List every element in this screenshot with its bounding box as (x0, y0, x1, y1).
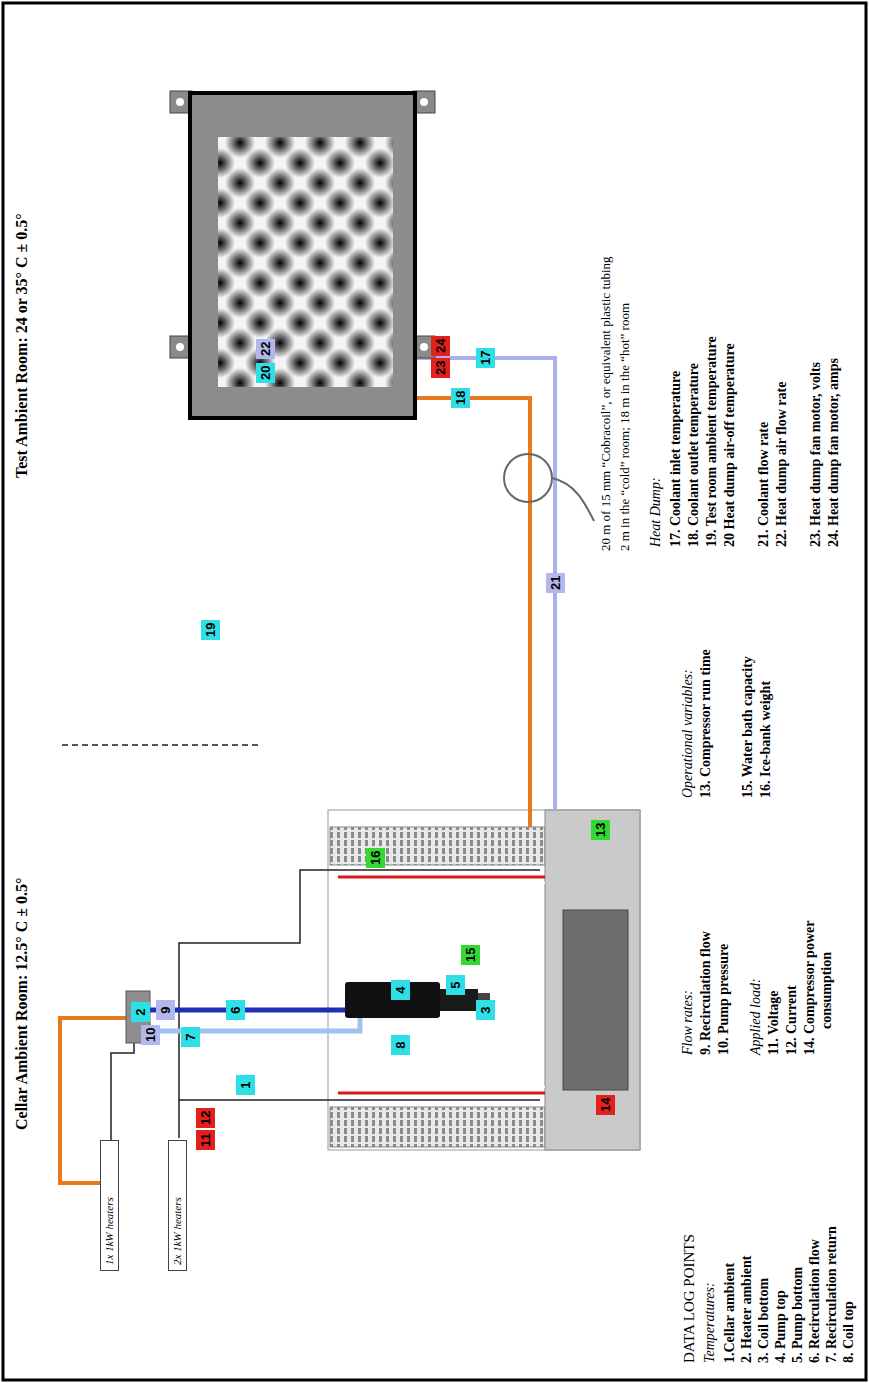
list-item: 4. Pump top (773, 1290, 790, 1363)
list-item: 2 m in the “cold” room; 18 m in the “hot… (617, 303, 633, 551)
callout-text: 10 (143, 1028, 158, 1042)
callout-text: 19 (203, 623, 218, 637)
room-heading: Cellar Ambient Room: 12.5° C ± 0.5° (12, 878, 31, 1130)
callout-text: 1 (238, 1081, 253, 1088)
callout-text: 16 (368, 851, 383, 865)
list-item: 18. Coolant outlet temperature (686, 363, 703, 547)
room-divider (62, 744, 262, 746)
list-item: 14. Compressor power consumption (802, 849, 836, 1055)
heater-label: 2x 1kW heaters (168, 1140, 187, 1271)
callout-number: 24 (431, 336, 450, 356)
page-border (3, 3, 866, 1380)
callout-number: 7 (181, 1027, 200, 1047)
callout-text: 2 (133, 1008, 148, 1015)
callout-text: 7 (183, 1033, 198, 1040)
callout-text: 3 (478, 1006, 493, 1013)
callout-text: 21 (548, 576, 563, 590)
list-item: 21. Coolant flow rate (756, 422, 773, 547)
callout-text: 14 (598, 1098, 613, 1112)
callout-text: 23 (433, 361, 448, 375)
callout-number: 18 (451, 388, 470, 408)
list-heading: Applied load: (748, 978, 765, 1055)
list-item: 9. Recirculation flow (698, 931, 715, 1055)
list-item: 7. Recirculation return (824, 1226, 841, 1363)
list-item: 11. Voltage (766, 990, 783, 1055)
list-item: DATA LOG POINTS (680, 1234, 698, 1363)
callout-number: 12 (196, 1108, 215, 1128)
callout-text: 13 (593, 823, 608, 837)
heater-wires (111, 870, 330, 1140)
callout-number: 19 (201, 620, 220, 640)
list-item: 5. Pump bottom (790, 1267, 807, 1363)
list-item: 2. Heater ambient (739, 1256, 756, 1363)
callout-text: 20 (258, 366, 273, 380)
callout-text: 4 (393, 986, 408, 993)
callout-text: 9 (158, 1006, 173, 1013)
callout-text: 18 (453, 391, 468, 405)
callout-number: 11 (196, 1130, 215, 1150)
cooler-unit (328, 810, 640, 1150)
callout-text: 17 (478, 351, 493, 365)
callout-number: 15 (461, 945, 480, 965)
heater-label-text: 2x 1kW heaters (171, 1197, 183, 1265)
list-item: 20 Heat dump air-off temperature (722, 343, 739, 547)
callout-number: 1 (236, 1075, 255, 1095)
room-heading: Test Ambient Room: 24 or 35° C ± 0.5° (12, 213, 31, 478)
heater-label: 1x 1kW heaters (100, 1140, 119, 1271)
callout-text: 8 (393, 1041, 408, 1048)
callout-number: 10 (141, 1025, 160, 1045)
callout-number: 20 (256, 363, 275, 383)
callout-number: 5 (446, 975, 465, 995)
callout-text: 22 (258, 342, 273, 356)
list-heading: Heat Dump: (648, 477, 665, 547)
callout-number: 21 (546, 573, 565, 593)
list-item: 1.Cellar ambient (722, 1263, 739, 1363)
callout-number: 16 (366, 848, 385, 868)
callout-number: 6 (226, 1000, 245, 1020)
callout-number: 14 (596, 1095, 615, 1115)
list-item: 10. Pump pressure (716, 944, 733, 1055)
list-item: 12. Current (784, 985, 801, 1055)
callout-number: 3 (476, 1000, 495, 1020)
heat-dump (170, 91, 435, 418)
callout-number: 8 (391, 1035, 410, 1055)
callout-number: 9 (156, 1000, 175, 1020)
list-item: 20 m of 15 mm “Cobracoil”, or equivalent… (598, 256, 614, 551)
callout-text: 11 (198, 1133, 213, 1147)
list-heading: Operational variables: (680, 669, 697, 798)
list-item: 8. Coil top (841, 1301, 858, 1363)
callout-text: 12 (198, 1111, 213, 1125)
coolant-pipes (415, 358, 555, 827)
list-heading: Flow rates: (680, 990, 697, 1055)
callout-text: 5 (448, 981, 463, 988)
callout-number: 22 (256, 339, 275, 359)
list-item: 3. Coil bottom (756, 1278, 773, 1363)
callout-number: 2 (131, 1002, 150, 1022)
list-heading: Temperatures: (702, 1282, 719, 1363)
callout-number: 4 (391, 980, 410, 1000)
list-item: 15. Water bath capacity (740, 656, 757, 798)
callout-number: 13 (591, 820, 610, 840)
list-item: 17. Coolant inlet temperature (668, 371, 685, 547)
list-item: 6. Recirculation flow (807, 1239, 824, 1363)
list-item: 24. Heat dump fan motor, amps (826, 358, 843, 547)
coil-loop (504, 454, 594, 521)
callout-text: 24 (433, 339, 448, 353)
list-item: 16. Ice-bank weight (758, 681, 775, 798)
callout-number: 23 (431, 358, 450, 378)
callout-number: 17 (476, 348, 495, 368)
callout-text: 15 (463, 948, 478, 962)
list-item: 23. Heat dump fan motor, volts (808, 362, 825, 547)
heater-label-text: 1x 1kW heaters (103, 1197, 115, 1265)
pump (345, 982, 490, 1018)
list-item: 13. Compressor run time (698, 649, 715, 798)
list-item: 22. Heat dump air flow rate (774, 382, 791, 547)
callout-text: 6 (228, 1006, 243, 1013)
list-item: 19. Test room ambient temperature (704, 336, 721, 547)
